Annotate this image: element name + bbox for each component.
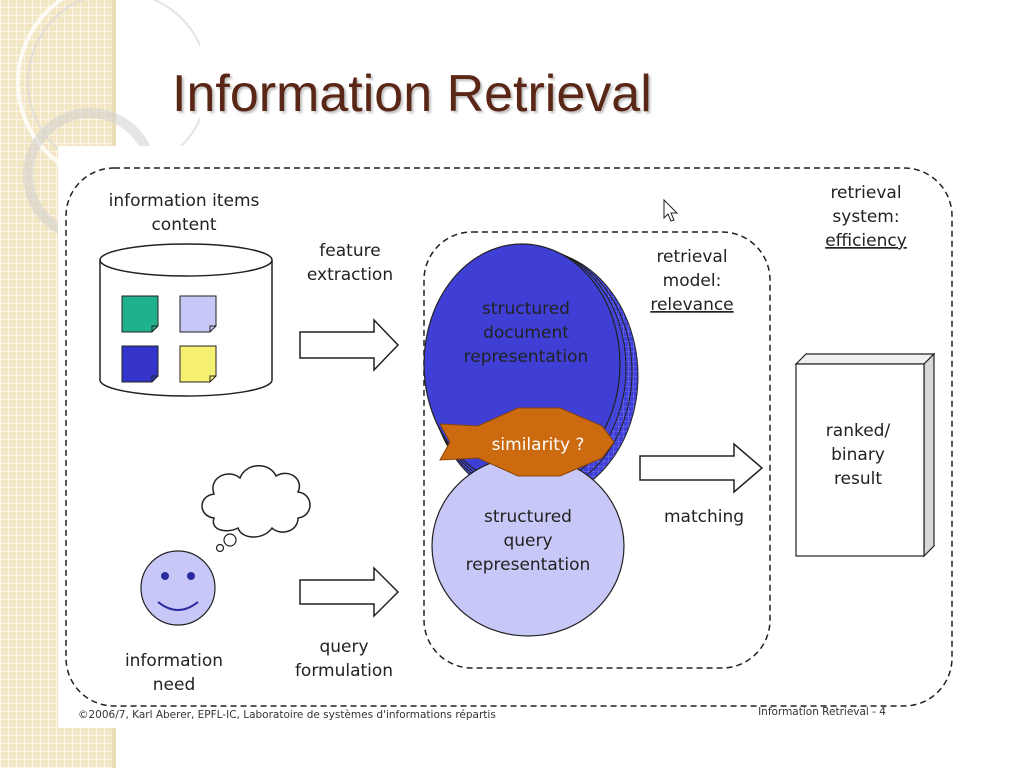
model-quality-label: relevance	[650, 295, 733, 315]
smiley-face-icon	[140, 550, 216, 626]
slide-title: Information Retrieval	[172, 65, 652, 123]
doc-rep-label-line2: document	[483, 323, 569, 343]
query-form-label-line1: query	[319, 637, 368, 657]
result-label-line2: binary	[831, 445, 885, 465]
matching-arrow-icon	[639, 442, 764, 494]
retrieval-system-boundary	[65, 167, 953, 707]
doc-rep-label-line1: structured	[482, 299, 570, 319]
feature-label-line1: feature	[319, 241, 380, 261]
document-icon-lavender	[179, 295, 217, 333]
query-rep-label-line1: structured	[484, 507, 572, 527]
similarity-label: similarity ?	[492, 435, 585, 455]
database-cylinder-icon	[99, 243, 273, 397]
query-rep-label-line3: representation	[466, 555, 591, 575]
result-box-icon	[794, 352, 936, 558]
system-quality-label: efficiency	[825, 231, 907, 251]
result-label-line3: result	[834, 469, 882, 489]
system-label-line2: system:	[832, 207, 899, 227]
items-label-line2: content	[151, 215, 216, 235]
retrieval-model-boundary	[423, 231, 771, 669]
ir-diagram: information items content feature extrac…	[65, 167, 953, 721]
system-label-line1: retrieval	[830, 183, 901, 203]
feature-extraction-arrow-icon	[299, 318, 400, 372]
need-label-line1: information	[125, 651, 223, 671]
model-label-line2: model:	[663, 271, 722, 291]
document-icon-yellow	[179, 345, 217, 383]
result-label-line1: ranked/	[826, 421, 891, 441]
footer-page-label: Information Retrieval - 4	[758, 706, 886, 718]
footer-copyright: ©2006/7, Karl Aberer, EPFL-IC, Laboratoi…	[78, 709, 496, 721]
similarity-hexagon	[439, 407, 615, 477]
matching-label: matching	[664, 507, 744, 527]
document-icon-blue	[121, 345, 159, 383]
query-rep-label-line2: query	[503, 531, 552, 551]
need-label-line2: need	[153, 675, 195, 695]
mouse-cursor-icon	[663, 198, 679, 222]
similarity-badge: similarity ?	[439, 407, 615, 477]
doc-rep-label-line3: representation	[464, 347, 589, 367]
model-label-line1: retrieval	[656, 247, 727, 267]
feature-label-line2: extraction	[307, 265, 393, 285]
thought-cloud-icon	[201, 465, 311, 553]
items-label-line1: information items	[109, 191, 260, 211]
query-form-label-line2: formulation	[295, 661, 393, 681]
ir-diagram-figure: information items content feature extrac…	[58, 146, 966, 728]
document-icon-green	[121, 295, 159, 333]
query-formulation-arrow-icon	[299, 566, 400, 618]
